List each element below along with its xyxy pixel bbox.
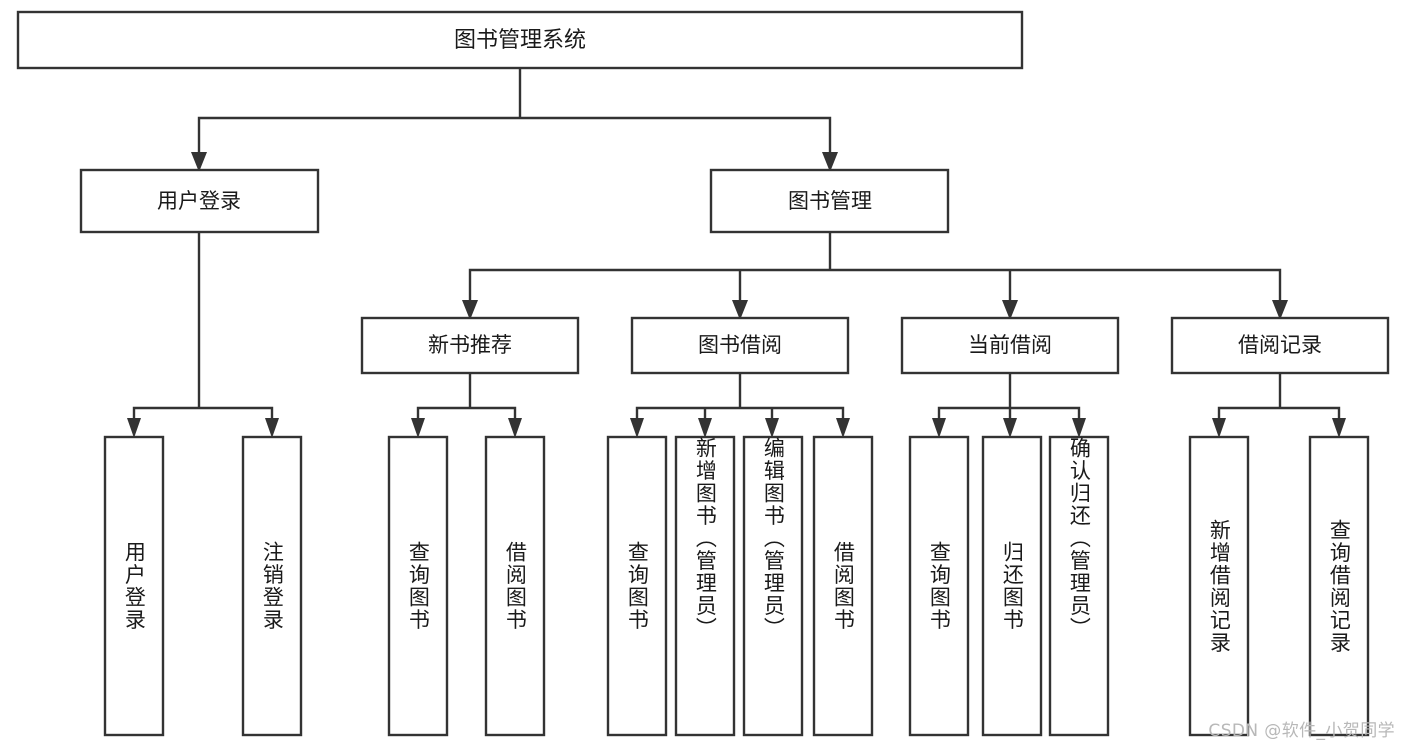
node-book-management-box[interactable] <box>709 168 950 234</box>
arrow-head-leaf-query-book-2 <box>630 418 644 438</box>
leaf-box-query-book-2[interactable] <box>606 435 668 737</box>
leaf-box-query-book-1[interactable] <box>387 435 449 737</box>
node-borrow-record[interactable]: 借阅记录 <box>1170 316 1390 375</box>
arrow-head-leaf-query-book-1 <box>411 418 425 438</box>
arrow-head-leaf-add-book <box>698 418 712 438</box>
arrow-head-leaf-user-login <box>127 418 141 438</box>
leaf-box-return-book[interactable] <box>981 435 1043 737</box>
node-book-management-label: 图书管理 <box>788 189 872 213</box>
leaf-box-borrow-book-1[interactable] <box>484 435 546 737</box>
node-root[interactable]: 图书管理系统 <box>16 10 1024 70</box>
connector-bookborrow-to-leaves <box>635 371 845 427</box>
leaf-box-edit-book[interactable] <box>742 435 804 737</box>
connector-currentborrow-to-leaves <box>937 371 1081 427</box>
arrow-head-leaf-confirm-return <box>1072 418 1086 438</box>
leaf-box-borrow-book-2[interactable] <box>812 435 874 737</box>
connectors-group <box>127 66 1346 438</box>
arrow-head-leaf-add-record <box>1212 418 1226 438</box>
node-borrow-record-label: 借阅记录 <box>1238 333 1322 357</box>
node-current-borrow-label: 当前借阅 <box>968 333 1052 357</box>
watermark-text: CSDN @软件_小贺同学 <box>1208 721 1395 741</box>
node-root-box[interactable] <box>16 10 1024 70</box>
arrow-head-leaf-query-record <box>1332 418 1346 438</box>
arrow-head-leaf-return-book <box>1003 418 1017 438</box>
node-book-management[interactable]: 图书管理 <box>709 168 950 234</box>
arrow-head-to-borrow-record <box>1272 300 1288 320</box>
leaf-box-user-login[interactable] <box>103 435 165 737</box>
arrow-head-to-current-borrow <box>1002 300 1018 320</box>
node-new-book-recommend[interactable]: 新书推荐 <box>360 316 580 375</box>
arrow-head-leaf-borrow-book-1 <box>508 418 522 438</box>
leaf-box-logout[interactable] <box>241 435 303 737</box>
node-user-login[interactable]: 用户登录 <box>79 168 320 234</box>
connector-userlogin-to-leaves <box>132 230 274 427</box>
node-user-login-label: 用户登录 <box>157 189 241 213</box>
node-current-borrow-box[interactable] <box>900 316 1120 375</box>
arrow-head-to-new-book-recommend <box>462 300 478 320</box>
leaf-box-add-record[interactable] <box>1188 435 1250 737</box>
connector-borrowrecord-to-leaves <box>1217 371 1341 427</box>
connector-root-to-level2 <box>197 66 832 160</box>
leaf-box-query-record[interactable] <box>1308 435 1370 737</box>
leaf-box-query-book-3[interactable] <box>908 435 970 737</box>
node-book-borrow-box[interactable] <box>630 316 850 375</box>
node-user-login-box[interactable] <box>79 168 320 234</box>
arrow-head-leaf-query-book-3 <box>932 418 946 438</box>
arrow-head-leaf-edit-book <box>765 418 779 438</box>
leaf-box-add-book[interactable] <box>674 435 736 737</box>
arrow-head-to-user-login <box>191 152 207 172</box>
node-borrow-record-box[interactable] <box>1170 316 1390 375</box>
node-book-borrow[interactable]: 图书借阅 <box>630 316 850 375</box>
leaf-box-confirm-return[interactable] <box>1048 435 1110 737</box>
leaf-boxes-group <box>103 435 1370 737</box>
arrow-head-leaf-borrow-book-2 <box>836 418 850 438</box>
node-root-label: 图书管理系统 <box>454 28 586 53</box>
connector-newbook-to-leaves <box>416 371 517 427</box>
arrow-head-to-book-management <box>822 152 838 172</box>
node-current-borrow[interactable]: 当前借阅 <box>900 316 1120 375</box>
node-new-book-recommend-label: 新书推荐 <box>428 333 512 357</box>
arrow-head-leaf-logout <box>265 418 279 438</box>
arrow-head-to-book-borrow <box>732 300 748 320</box>
connector-bookmgmt-to-level3 <box>468 230 1282 307</box>
node-book-borrow-label: 图书借阅 <box>698 333 782 357</box>
node-new-book-recommend-box[interactable] <box>360 316 580 375</box>
